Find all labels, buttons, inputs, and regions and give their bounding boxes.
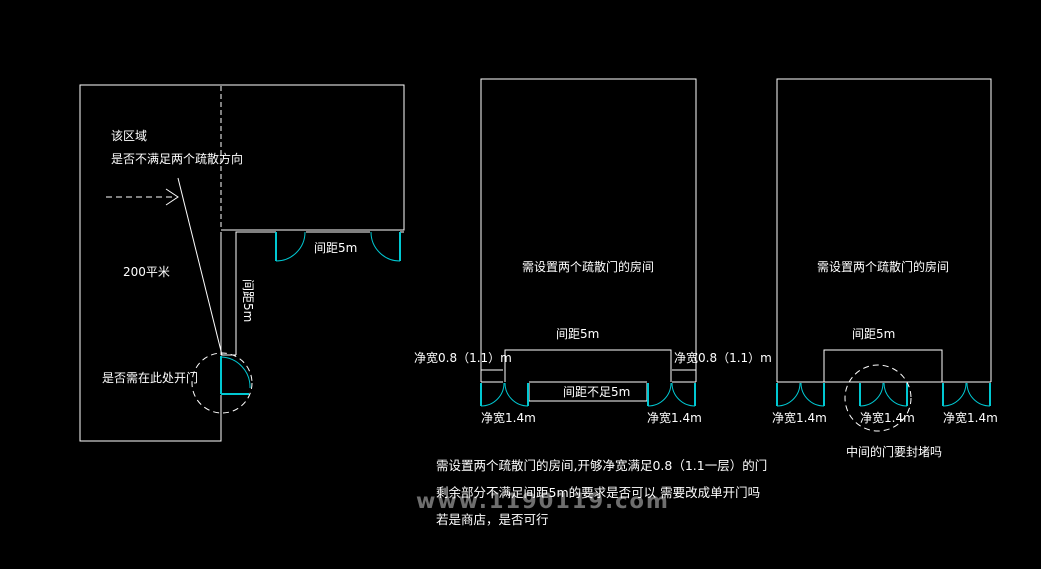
right-room-outline [776, 78, 992, 382]
middle-spacing-box [504, 349, 672, 382]
middle-net-width-right-top: 净宽0.8（1.1）m [674, 350, 772, 365]
spacing-vertical-label: 间距5m [241, 279, 255, 322]
note-line-3: 若是商店，是否可行 [436, 512, 549, 527]
left-plan: 该区域 是否不满足两个疏散方向 200平米 间距5m 间距5m 是否需在此处开门 [79, 84, 405, 442]
right-spacing-box [823, 349, 943, 382]
middle-room-outline [480, 78, 697, 382]
spacing-horizontal-label: 间距5m [314, 241, 357, 255]
middle-left-double-door [480, 382, 529, 407]
right-plan: 需设置两个疏散门的房间 间距5m 净宽1.4m 净宽1.4m 净宽1.4m 中间… [772, 78, 998, 459]
door-right-swing [370, 231, 401, 262]
middle-right-double-door [647, 382, 696, 407]
middle-net-width-left-top: 净宽0.8（1.1）m [414, 350, 512, 365]
right-center-door-highlight [844, 364, 912, 432]
right-question-label: 中间的门要封堵吗 [846, 444, 942, 459]
right-left-double-door [776, 382, 825, 407]
dashed-arrow [106, 188, 179, 206]
side-door [220, 354, 251, 395]
watermark: www.1190119.com [416, 489, 670, 513]
middle-spacing-label: 间距5m [556, 327, 599, 341]
middle-short-spacing-label: 间距不足5m [563, 385, 630, 399]
right-net-width-center: 净宽1.4m [860, 410, 915, 425]
middle-plan: 需设置两个疏散门的房间 间距5m 间距不足5m 净宽0.8（1.1）m 净宽0.… [414, 78, 772, 425]
right-net-width-left: 净宽1.4m [772, 410, 827, 425]
notes: 需设置两个疏散门的房间,开够净宽满足0.8（1.1一层）的门 www.11901… [416, 458, 767, 527]
middle-net-width-left-bottom: 净宽1.4m [481, 410, 536, 425]
note-line-2: 剩余部分不满足间距5m的要求是否可以 需要改成单开门吗 [436, 485, 760, 500]
door-left-swing [275, 231, 306, 262]
area-question-line1: 该区域 [111, 129, 147, 143]
leader-line [177, 177, 223, 356]
right-right-double-door [942, 382, 991, 407]
right-room-label: 需设置两个疏散门的房间 [817, 259, 949, 274]
upper-right-room-outline [221, 84, 405, 231]
corridor-outline [235, 231, 276, 355]
right-center-double-door [859, 382, 908, 407]
area-question-line2: 是否不满足两个疏散方向 [111, 151, 243, 166]
right-net-width-right: 净宽1.4m [943, 410, 998, 425]
note-line-1: 需设置两个疏散门的房间,开够净宽满足0.8（1.1一层）的门 [436, 458, 767, 473]
middle-net-width-right-bottom: 净宽1.4m [647, 410, 702, 425]
area-label: 200平米 [123, 265, 170, 279]
middle-room-label: 需设置两个疏散门的房间 [522, 259, 654, 274]
door-question-label: 是否需在此处开门 [102, 370, 198, 385]
left-room-outline [79, 84, 222, 442]
right-spacing-label: 间距5m [852, 327, 895, 341]
